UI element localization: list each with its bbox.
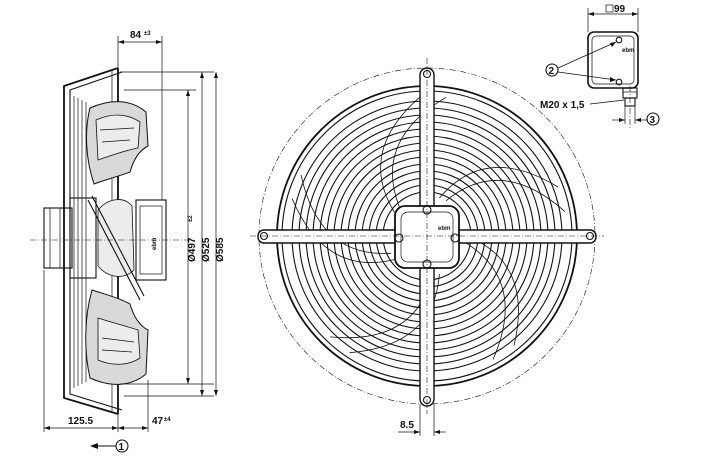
callout-2-circle: [545, 63, 559, 77]
dim-47-tol: ±4: [164, 417, 171, 423]
box-screw-bottom: [615, 78, 623, 86]
side-guard-outline: [63, 67, 119, 415]
side-view: ebm 84 ±3 Ø497 ±2 Ø525 Ø585: [30, 30, 226, 453]
callout-1: 1: [119, 442, 125, 453]
dim-99: 99: [614, 4, 626, 15]
hub-label: ebm: [438, 226, 450, 232]
dim-525: Ø525: [201, 237, 212, 262]
dim-585: Ø585: [215, 237, 226, 262]
motor-body: [43, 207, 73, 269]
blade-edge: [380, 95, 422, 213]
terminal-box: [587, 31, 639, 89]
mount-hole-left: [259, 231, 269, 241]
dim-8-5: 8.5: [400, 420, 414, 431]
blade-edge: [445, 179, 566, 212]
front-view: ebm 8.5: [250, 58, 604, 436]
box-screw-top: [615, 36, 623, 44]
dim-84: 84: [130, 30, 142, 41]
side-blade-middle: [97, 199, 135, 277]
dim-84-tol: ±3: [144, 31, 151, 37]
callout-1-circle: [115, 439, 129, 453]
blade-edge: [439, 167, 559, 199]
dim-125-5: 125.5: [68, 416, 93, 427]
cable-gland-label: M20 x 1,5: [540, 100, 585, 111]
blade-edge: [466, 242, 506, 360]
callout-2: 2: [549, 66, 555, 77]
dim-497-tol: ±2: [188, 215, 194, 222]
callout-3-circle: [646, 112, 660, 126]
terminal-box-view: ebm 3 99 2 M20 x 1,5: [540, 4, 660, 128]
blade-edge: [291, 198, 395, 263]
dim-47: 47: [152, 416, 164, 427]
square-symbol: [605, 4, 614, 13]
box-label: ebm: [622, 48, 634, 54]
callout-3: 3: [650, 115, 656, 126]
side-guard-ribs: [73, 96, 87, 388]
dim-497: Ø497: [187, 237, 198, 262]
motor-label: ebm: [152, 238, 158, 250]
motor-flange: [69, 197, 97, 279]
blade-edge: [349, 273, 440, 354]
